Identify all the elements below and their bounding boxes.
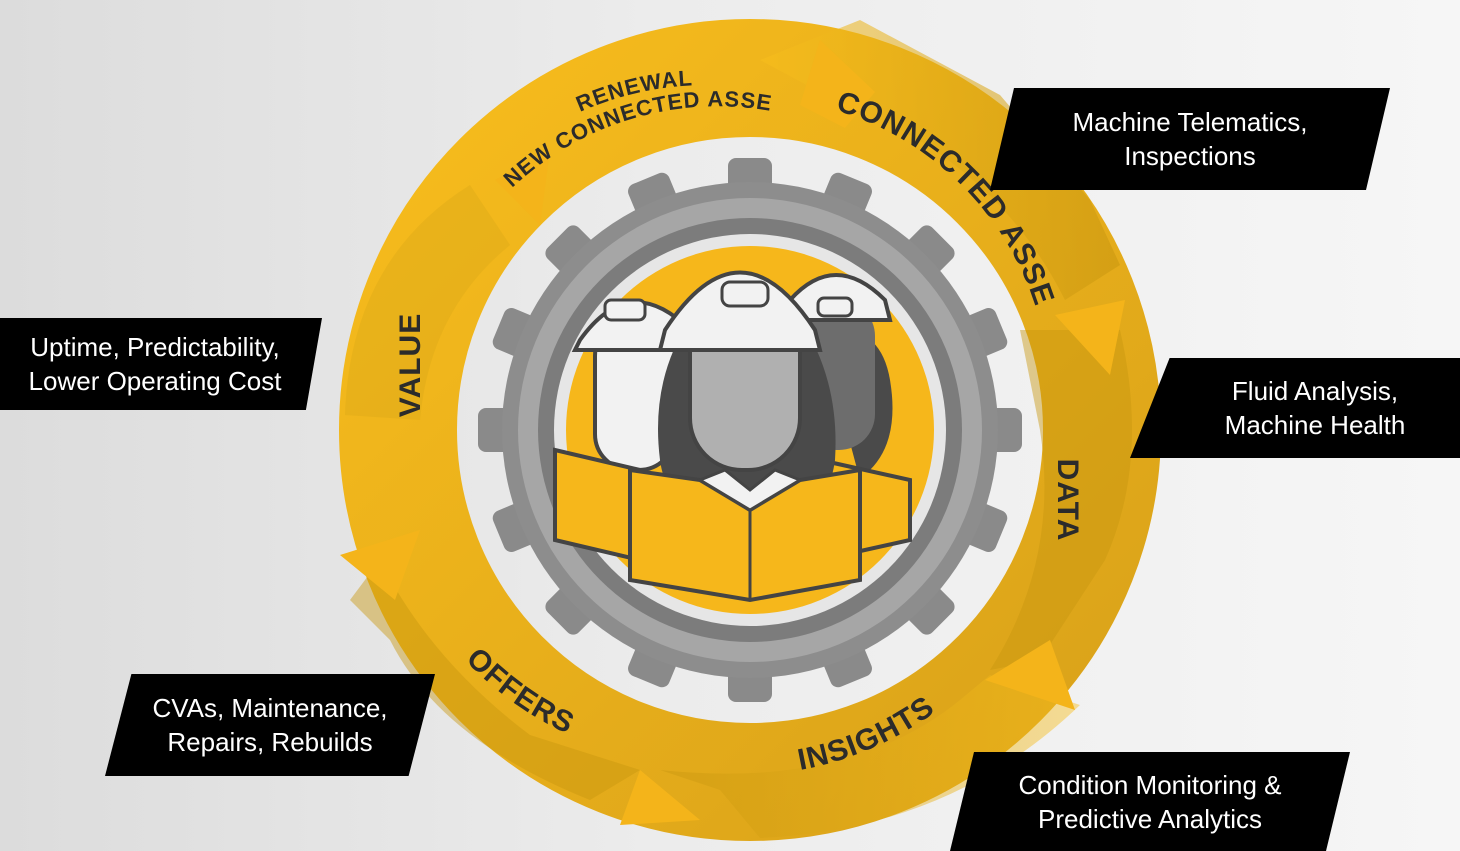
callout-data-text: Fluid Analysis, Machine Health	[1224, 376, 1406, 440]
segment-label-renewal-line2: NEW CONNECTED ASSETS	[0, 0, 774, 192]
callout-offers: CVAs, Maintenance, Repairs, Rebuilds	[105, 674, 435, 776]
callout-insights-text: Condition Monitoring & Predictive Analyt…	[1018, 769, 1282, 834]
callout-value-text: Uptime, Predictability, Lower Operating …	[28, 332, 282, 396]
callout-data: Fluid Analysis, Machine Health	[1130, 358, 1460, 458]
callout-insights: Condition Monitoring & Predictive Analyt…	[950, 752, 1350, 851]
worker-group-icon	[553, 270, 912, 603]
callout-connected-assets: Machine Telematics, Inspections	[990, 88, 1390, 190]
arrow-ring	[339, 19, 1161, 841]
segment-label-data: DATA	[1051, 459, 1084, 542]
callout-offers-text: CVAs, Maintenance, Repairs, Rebuilds	[152, 693, 388, 757]
segment-label-value: VALUE	[394, 313, 427, 417]
callout-connected-assets-text: Machine Telematics, Inspections	[1072, 107, 1308, 171]
callout-value: Uptime, Predictability, Lower Operating …	[0, 318, 322, 410]
